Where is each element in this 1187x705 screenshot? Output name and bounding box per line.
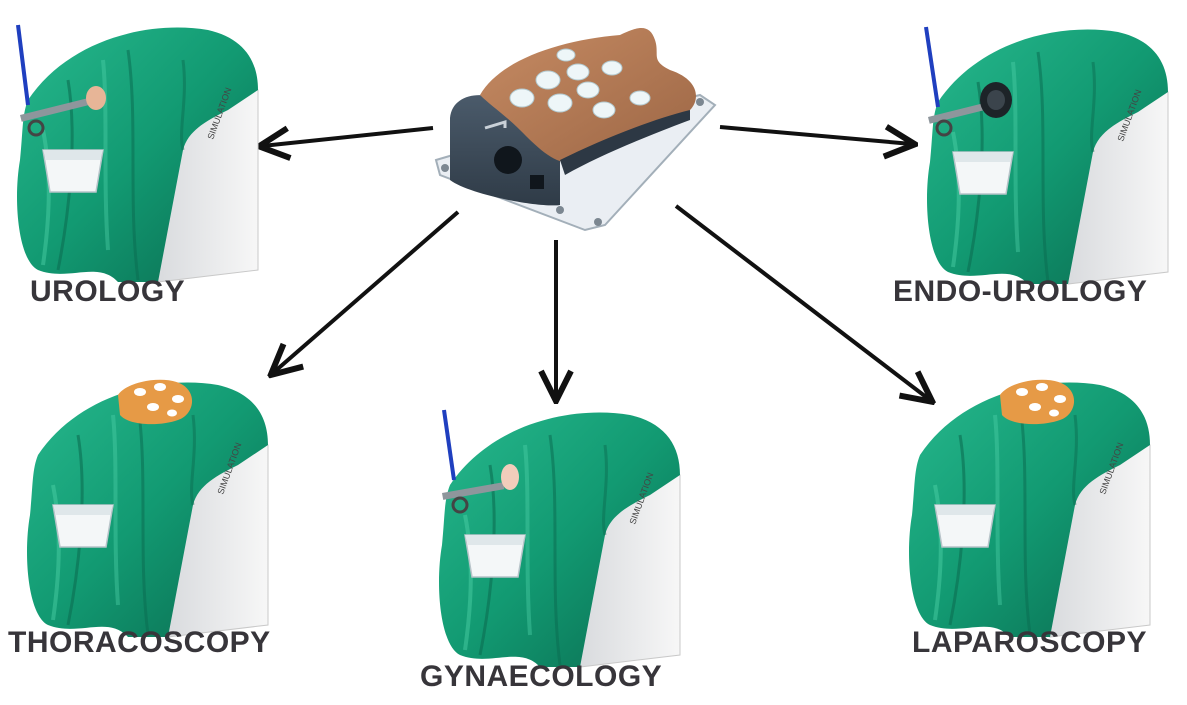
station-laparoscopy: SIMULATION — [907, 379, 1152, 639]
label-thoracoscopy: THORACOSCOPY — [8, 626, 271, 659]
station-endo-urology: SIMULATION — [924, 26, 1170, 286]
label-urology: UROLOGY — [30, 275, 186, 308]
label-endo-urology: ENDO-UROLOGY — [893, 275, 1148, 308]
scope-instrument — [442, 409, 519, 514]
port-pad — [1000, 379, 1075, 425]
arrow-to-thoracoscopy — [273, 210, 460, 373]
arrow-to-laparoscopy — [674, 204, 930, 400]
scope-with-port-instrument — [924, 26, 1012, 137]
central-trainer — [434, 28, 717, 232]
arrow-to-urology — [262, 128, 434, 146]
station-thoracoscopy: SIMULATION — [25, 379, 271, 639]
label-laparoscopy: LAPAROSCOPY — [912, 626, 1147, 659]
station-gynaecology: SIMULATION — [437, 409, 682, 669]
label-gynaecology: GYNAECOLOGY — [420, 660, 663, 693]
scope-instrument — [16, 24, 106, 137]
port-pad — [118, 379, 193, 425]
station-urology: SIMULATION — [15, 24, 261, 284]
arrow-to-endo-urology — [719, 127, 912, 144]
